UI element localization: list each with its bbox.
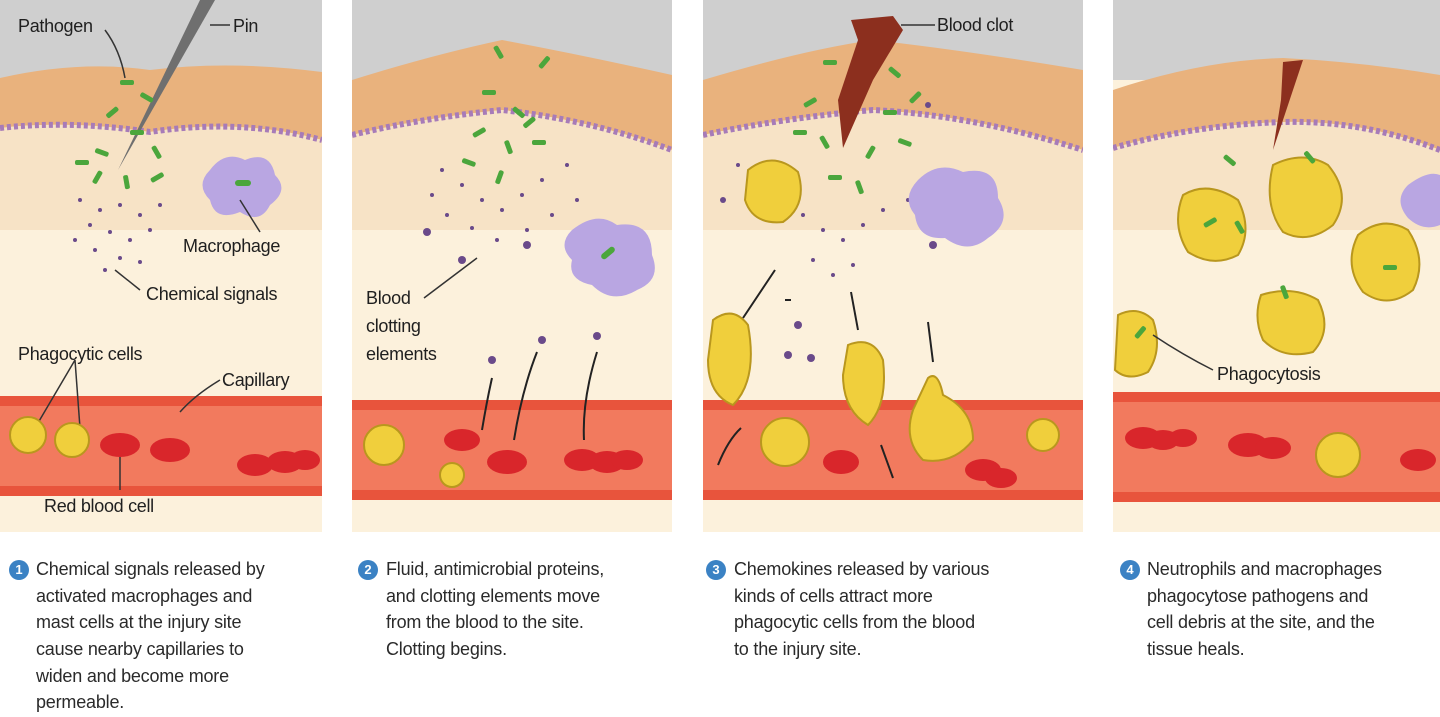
step-number-badge-3: 3 [706, 560, 726, 580]
macrophage-cell [908, 167, 1004, 247]
pathogen-bacteria [793, 60, 922, 195]
phagocytic-cells [706, 159, 1060, 467]
panel-4-drawing [1113, 0, 1440, 532]
red-blood-cells [1125, 427, 1436, 471]
pointer-lines [1152, 334, 1214, 371]
pointer-lines [34, 24, 261, 490]
chemical-signal-dots [430, 163, 579, 242]
panel-2-illustration: Blood clotting elements [352, 0, 672, 532]
healing-scar [1273, 60, 1303, 150]
basement-membrane [352, 106, 672, 153]
caption-line: tissue heals. [1147, 638, 1245, 659]
label-blood-clotting-elements-line-3: elements [366, 344, 437, 364]
caption-line: Neutrophils and macrophages [1147, 559, 1382, 579]
macrophage-cell [1400, 173, 1440, 228]
label-chemical-signals: Chemical signals [146, 284, 278, 304]
dermis [352, 110, 672, 230]
clotting-element-dots [423, 228, 601, 364]
macrophage-cell [202, 156, 282, 218]
blood-clot-shape [838, 16, 903, 148]
red-blood-cells [444, 429, 643, 474]
migration-arrows [481, 351, 598, 441]
basement-membrane [703, 106, 1083, 153]
panel-3-illustration: Blood clot [703, 0, 1083, 532]
skin-surface [352, 40, 672, 150]
caption-line: phagocytic cells from the blood [734, 612, 975, 633]
caption-line: mast cells at the injury site [36, 612, 242, 633]
caption-step-4: Neutrophils and macrophages phagocytose … [1147, 556, 1439, 663]
ingested-bacterium [235, 180, 251, 186]
panel-2-drawing [352, 0, 672, 532]
basement-membrane [1113, 118, 1440, 153]
panel-3-drawing [703, 0, 1083, 532]
red-blood-cells [823, 450, 1017, 488]
pathogen-bacteria [75, 80, 164, 190]
phagocytic-cell [54, 422, 90, 458]
skin-surface [0, 65, 322, 140]
chemical-signal-dots [720, 102, 937, 362]
caption-step-1: Chemical signals released by activated m… [36, 556, 326, 716]
caption-line: from the blood to the site. [386, 612, 584, 633]
caption-line: Chemokines released by various [734, 559, 990, 579]
caption-line: widen and become more [36, 665, 229, 686]
caption-line: cell debris at the site, and the [1147, 612, 1375, 633]
step-number-badge-1: 1 [9, 560, 29, 580]
caption-line: kinds of cells attract more [734, 585, 933, 606]
label-blood-clotting-elements-line-2: clotting [366, 316, 421, 336]
pointer-lines [423, 257, 478, 299]
step-number-badge-4: 4 [1120, 560, 1140, 580]
panel-1-illustration: Pathogen Pin Macrophage Chemical signals… [0, 0, 322, 532]
label-capillary: Capillary [222, 370, 290, 390]
phagocytic-cell [439, 462, 465, 488]
caption-line: Clotting begins. [386, 638, 507, 659]
caption-line: and clotting elements move [386, 585, 600, 606]
sky [0, 0, 322, 80]
step-number-badge-2: 2 [358, 560, 378, 580]
panel-4-illustration: Phagocytosis [1113, 0, 1440, 532]
caption-step-3: Chemokines released by various kinds of … [734, 556, 1074, 663]
caption-line: cause nearby capillaries to [36, 638, 244, 659]
phagocytic-cells [1113, 156, 1421, 478]
pin-shape [118, 0, 215, 170]
chemical-signal-dots [73, 198, 162, 272]
label-phagocytic-cells: Phagocytic cells [18, 344, 143, 364]
red-blood-cells [100, 433, 320, 476]
label-phagocytosis: Phagocytosis [1217, 364, 1321, 384]
basement-membrane [0, 121, 322, 143]
caption-line: phagocytose pathogens and [1147, 585, 1369, 606]
label-macrophage: Macrophage [183, 236, 281, 256]
label-blood-clotting-elements-line-1: Blood [366, 288, 411, 308]
caption-line: permeable. [36, 692, 125, 713]
capillary-lumen [352, 410, 672, 490]
caption-line: activated macrophages and [36, 585, 253, 606]
caption-line: to the injury site. [734, 638, 862, 659]
caption-line: Chemical signals released by [36, 559, 265, 579]
pathogen-bacteria [1134, 151, 1397, 339]
phagocytic-cell [363, 424, 405, 466]
label-red-blood-cell: Red blood cell [44, 496, 154, 516]
macrophage-cell [564, 218, 655, 297]
label-pin: Pin [233, 16, 259, 36]
label-pathogen: Pathogen [18, 16, 93, 36]
migration-arrows [717, 269, 934, 479]
label-blood-clot: Blood clot [937, 15, 1014, 35]
phagocytic-cell [9, 416, 47, 454]
caption-line: Fluid, antimicrobial proteins, [386, 559, 605, 579]
ingested-bacterium [601, 246, 615, 260]
panel-1-drawing [0, 0, 322, 532]
caption-step-2: Fluid, antimicrobial proteins, and clott… [386, 556, 686, 663]
pathogen-bacteria [461, 45, 550, 185]
